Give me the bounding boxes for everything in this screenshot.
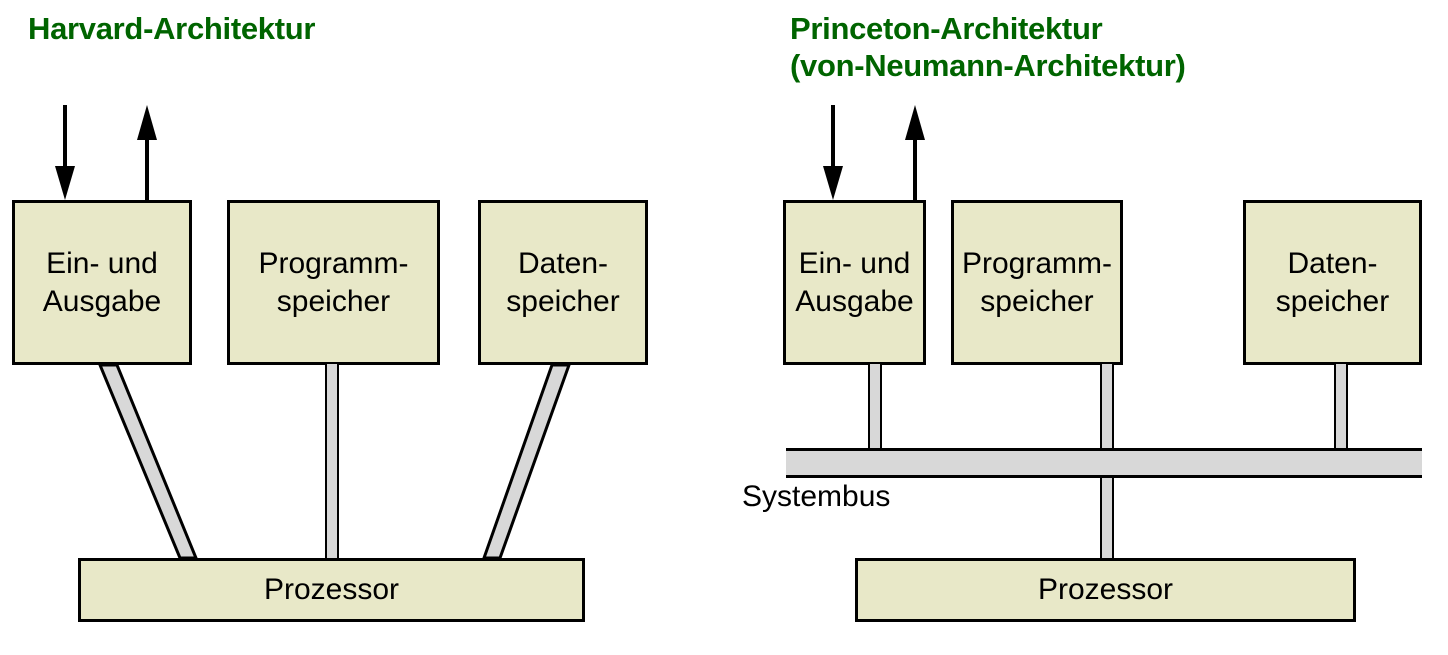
princeton-output-arrow <box>905 105 925 200</box>
princeton-system-bus-label: Systembus <box>742 480 891 513</box>
princeton-title: Princeton-Architektur (von-Neumann-Archi… <box>790 11 1186 83</box>
harvard-input-arrow <box>55 105 75 200</box>
princeton-processor-label: Prozessor <box>1037 573 1174 606</box>
harvard-processor: Prozessor <box>78 558 585 622</box>
princeton-system-bus <box>786 448 1422 478</box>
princeton-processor: Prozessor <box>855 558 1356 622</box>
harvard-node-data-memory: Daten- speicher <box>478 200 648 365</box>
princeton-connector-io <box>868 364 882 452</box>
harvard-connector-program-memory <box>325 364 339 560</box>
harvard-node-io-label: Ein- und Ausgabe <box>42 246 162 318</box>
harvard-node-data-memory-label: Daten- speicher <box>506 246 620 318</box>
princeton-connector-data-memory <box>1334 364 1348 452</box>
princeton-connector-processor <box>1100 476 1114 560</box>
harvard-output-arrow <box>137 105 157 200</box>
princeton-node-io-label: Ein- und Ausgabe <box>795 246 914 318</box>
harvard-node-program-memory-label: Programm- speicher <box>258 246 409 318</box>
princeton-node-io: Ein- und Ausgabe <box>783 200 926 365</box>
harvard-node-io: Ein- und Ausgabe <box>12 200 192 365</box>
princeton-node-data-memory: Daten- speicher <box>1243 200 1422 365</box>
princeton-input-arrow <box>823 105 843 200</box>
harvard-processor-label: Prozessor <box>263 573 400 606</box>
harvard-connector-io <box>97 363 199 560</box>
princeton-node-program-memory: Programm- speicher <box>951 200 1123 365</box>
harvard-title: Harvard-Architektur <box>28 11 316 46</box>
princeton-connector-program-memory <box>1100 364 1114 452</box>
harvard-node-program-memory: Programm- speicher <box>227 200 440 365</box>
princeton-node-data-memory-label: Daten- speicher <box>1275 246 1390 318</box>
princeton-node-program-memory-label: Programm- speicher <box>961 246 1112 318</box>
harvard-connector-data-memory <box>481 363 572 560</box>
